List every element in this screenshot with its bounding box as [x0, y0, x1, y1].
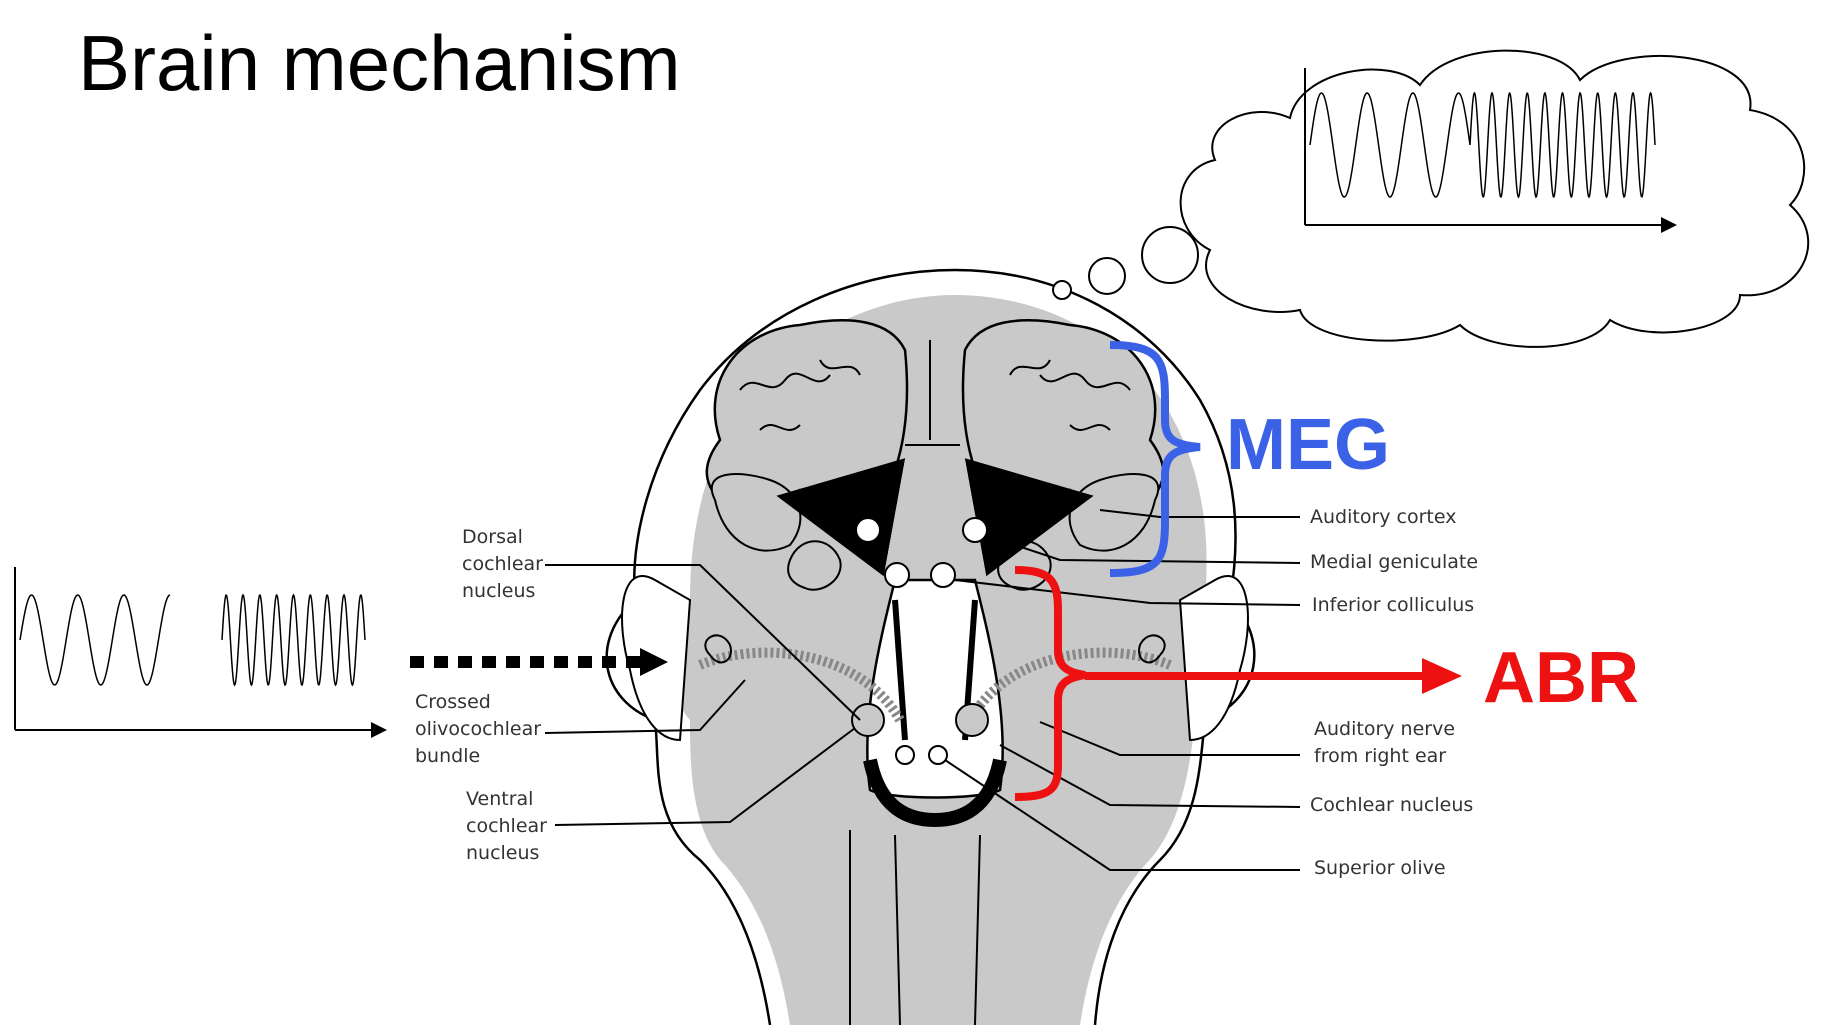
label-crossed-olivocochlear-bundle: Crossed olivocochlear bundle [415, 689, 555, 770]
label-inferior-colliculus: Inferior colliculus [1312, 592, 1474, 619]
right-inferior-colliculus [931, 563, 955, 587]
abr-label: ABR [1483, 637, 1639, 719]
right-medial-geniculate [963, 518, 987, 542]
thought-bubble [1053, 51, 1808, 347]
left-inferior-colliculus [885, 563, 909, 587]
abr-arrow-head [1422, 658, 1462, 694]
label-cochlear-nucleus: Cochlear nucleus [1310, 792, 1473, 819]
left-medial-geniculate [856, 518, 880, 542]
right-cochlear-nucleus [956, 704, 988, 736]
meg-label: MEG [1226, 404, 1390, 486]
brainstem [867, 580, 1002, 798]
left-cochlear-nucleus [852, 704, 884, 736]
label-auditory-nerve: Auditory nerve from right ear [1314, 716, 1514, 770]
right-superior-olive [929, 746, 947, 764]
right-ear [1180, 576, 1248, 740]
left-superior-olive [896, 746, 914, 764]
label-dorsal-cochlear-nucleus: Dorsal cochlear nucleus [462, 524, 602, 605]
label-medial-geniculate: Medial geniculate [1310, 549, 1478, 576]
label-superior-olive: Superior olive [1314, 855, 1446, 882]
head-illustration [607, 270, 1255, 1025]
label-ventral-cochlear-nucleus: Ventral cochlear nucleus [466, 786, 606, 867]
label-auditory-cortex: Auditory cortex [1310, 504, 1456, 531]
stimulus-waveform [15, 567, 385, 730]
